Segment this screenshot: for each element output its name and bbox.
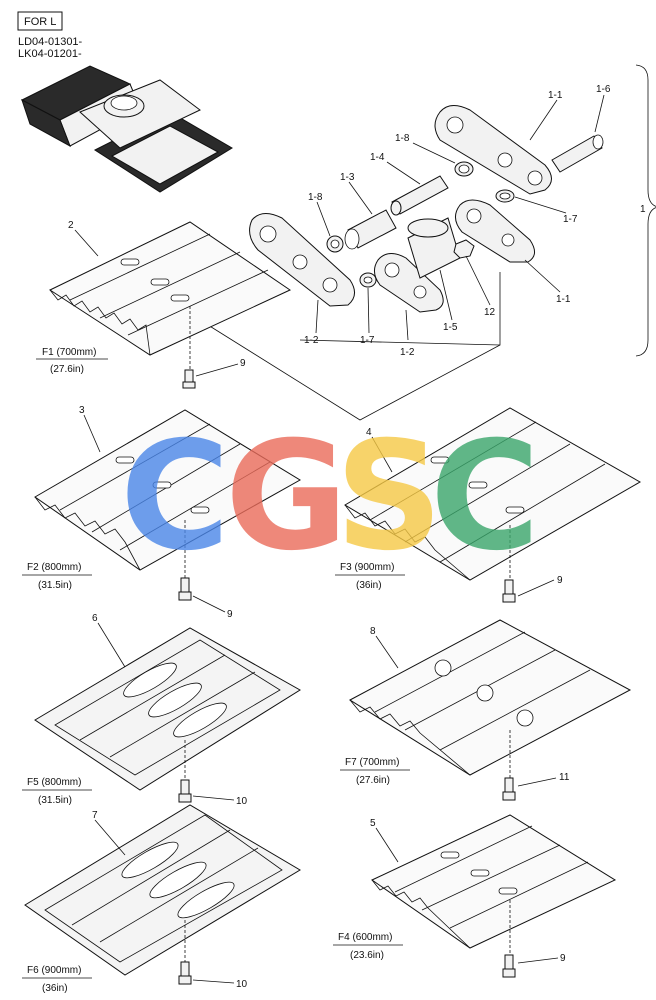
caption-f6-inch: (36in) bbox=[42, 983, 68, 994]
caption-f4-inch: (23.6in) bbox=[350, 950, 384, 961]
caption-f2: F2 (800mm) (31.5in) bbox=[22, 562, 92, 591]
header-box bbox=[17, 11, 63, 31]
callout-1-7-right: 1-7 bbox=[563, 214, 578, 225]
caption-f7-name: F7 (700mm) bbox=[345, 757, 399, 768]
callout-1-5: 1-5 bbox=[443, 322, 458, 333]
caption-f6: F6 (900mm) (36in) bbox=[22, 965, 92, 994]
header-box-label: FOR L bbox=[24, 16, 56, 28]
callout-8: 8 bbox=[370, 626, 376, 637]
callout-9-f4: 9 bbox=[560, 953, 566, 964]
caption-f7: F7 (700mm) (27.6in) bbox=[340, 757, 410, 786]
callout-1-2-left: 1-2 bbox=[304, 335, 319, 346]
pin-1-6 bbox=[551, 135, 603, 173]
crawler-undercarriage-illustration bbox=[20, 65, 233, 193]
callout-9-f3: 9 bbox=[557, 575, 563, 586]
callout-1-4: 1-4 bbox=[370, 152, 385, 163]
bolt-11-f7 bbox=[502, 777, 516, 801]
assembly-callouts: 1-1 1-6 1-8 1-4 1-3 1-8 1-7 1-2 1-7 1-2 … bbox=[304, 84, 611, 358]
shoe-plate-f7 bbox=[349, 619, 632, 780]
callout-1-8-left: 1-8 bbox=[308, 192, 323, 203]
track-link-assembly bbox=[249, 105, 604, 313]
caption-f5: F5 (800mm) (31.5in) bbox=[22, 777, 92, 806]
bolt-10-f6 bbox=[178, 961, 192, 985]
assembly-bracket bbox=[635, 64, 656, 357]
callout-1-7-left: 1-7 bbox=[360, 335, 375, 346]
callout-1-1-lower: 1-1 bbox=[556, 294, 571, 305]
caption-f1-inch: (27.6in) bbox=[50, 364, 84, 375]
caption-f4: F4 (600mm) (23.6in) bbox=[333, 932, 403, 961]
caption-f3-name: F3 (900mm) bbox=[340, 562, 394, 573]
callout-9-f1: 9 bbox=[240, 358, 246, 369]
caption-f2-name: F2 (800mm) bbox=[27, 562, 81, 573]
shoe-plate-f4 bbox=[371, 814, 617, 955]
callout-11: 11 bbox=[559, 772, 570, 783]
caption-f3: F3 (900mm) (36in) bbox=[335, 562, 405, 591]
nut-12 bbox=[453, 239, 475, 259]
watermark-letter-4: C bbox=[430, 410, 540, 584]
callout-3: 3 bbox=[79, 405, 85, 416]
callout-7: 7 bbox=[92, 810, 98, 821]
plate-leaders bbox=[74, 229, 559, 984]
callout-2: 2 bbox=[68, 220, 74, 231]
callout-5: 5 bbox=[370, 818, 376, 829]
serial-2: LK04-01201- bbox=[18, 48, 82, 60]
bolt-10-f5 bbox=[178, 779, 192, 803]
serial-1: LD04-01301- bbox=[18, 36, 83, 48]
callout-1-8-top: 1-8 bbox=[395, 133, 410, 144]
bolts bbox=[178, 369, 516, 985]
watermark-letter-2: G bbox=[225, 410, 348, 584]
callout-4: 4 bbox=[366, 427, 372, 438]
plate-callouts: 2 9 3 4 9 9 6 8 10 11 7 5 10 9 bbox=[68, 220, 570, 990]
watermark-letter-3: S bbox=[335, 410, 443, 584]
callout-12: 12 bbox=[484, 307, 496, 318]
bracket-label: 1 bbox=[640, 204, 646, 215]
assembly-leaders bbox=[199, 94, 605, 421]
callout-10-f6: 10 bbox=[236, 979, 248, 990]
header: FOR L LD04-01301- LK04-01201- bbox=[17, 11, 83, 60]
bolt-9-f2 bbox=[178, 577, 192, 601]
caption-f7-inch: (27.6in) bbox=[356, 775, 390, 786]
bolt-9-f3 bbox=[502, 579, 516, 603]
shoe-plate-f6 bbox=[24, 804, 301, 976]
callout-6: 6 bbox=[92, 613, 98, 624]
callout-1-6: 1-6 bbox=[596, 84, 611, 95]
link-1-1-top bbox=[434, 105, 552, 195]
shoe-plate-f1 bbox=[48, 221, 292, 370]
watermark-letter-1: C bbox=[120, 410, 230, 584]
caption-f6-name: F6 (900mm) bbox=[27, 965, 81, 976]
caption-f4-name: F4 (600mm) bbox=[338, 932, 392, 943]
shoe-plate-f3 bbox=[344, 407, 642, 581]
bolt-9-f4 bbox=[502, 954, 516, 978]
caption-f5-name: F5 (800mm) bbox=[27, 777, 81, 788]
bolt-9-f1 bbox=[182, 369, 196, 389]
callout-9-f2: 9 bbox=[227, 609, 233, 620]
watermark-logo: C G S C bbox=[120, 410, 540, 584]
callout-1-1-top: 1-1 bbox=[548, 90, 563, 101]
caption-f1-name: F1 (700mm) bbox=[42, 347, 96, 358]
callout-1-2-middle: 1-2 bbox=[400, 347, 415, 358]
caption-f3-inch: (36in) bbox=[356, 580, 382, 591]
caption-f5-inch: (31.5in) bbox=[38, 795, 72, 806]
caption-f1: F1 (700mm) (27.6in) bbox=[36, 347, 108, 375]
shoe-plate-f5 bbox=[34, 627, 301, 791]
captions: F1 (700mm) (27.6in) F2 (800mm) (31.5in) … bbox=[22, 347, 410, 994]
shoe-plate-f2 bbox=[34, 409, 301, 590]
callout-1-3: 1-3 bbox=[340, 172, 355, 183]
caption-f2-inch: (31.5in) bbox=[38, 580, 72, 591]
callout-10-f5: 10 bbox=[236, 796, 248, 807]
